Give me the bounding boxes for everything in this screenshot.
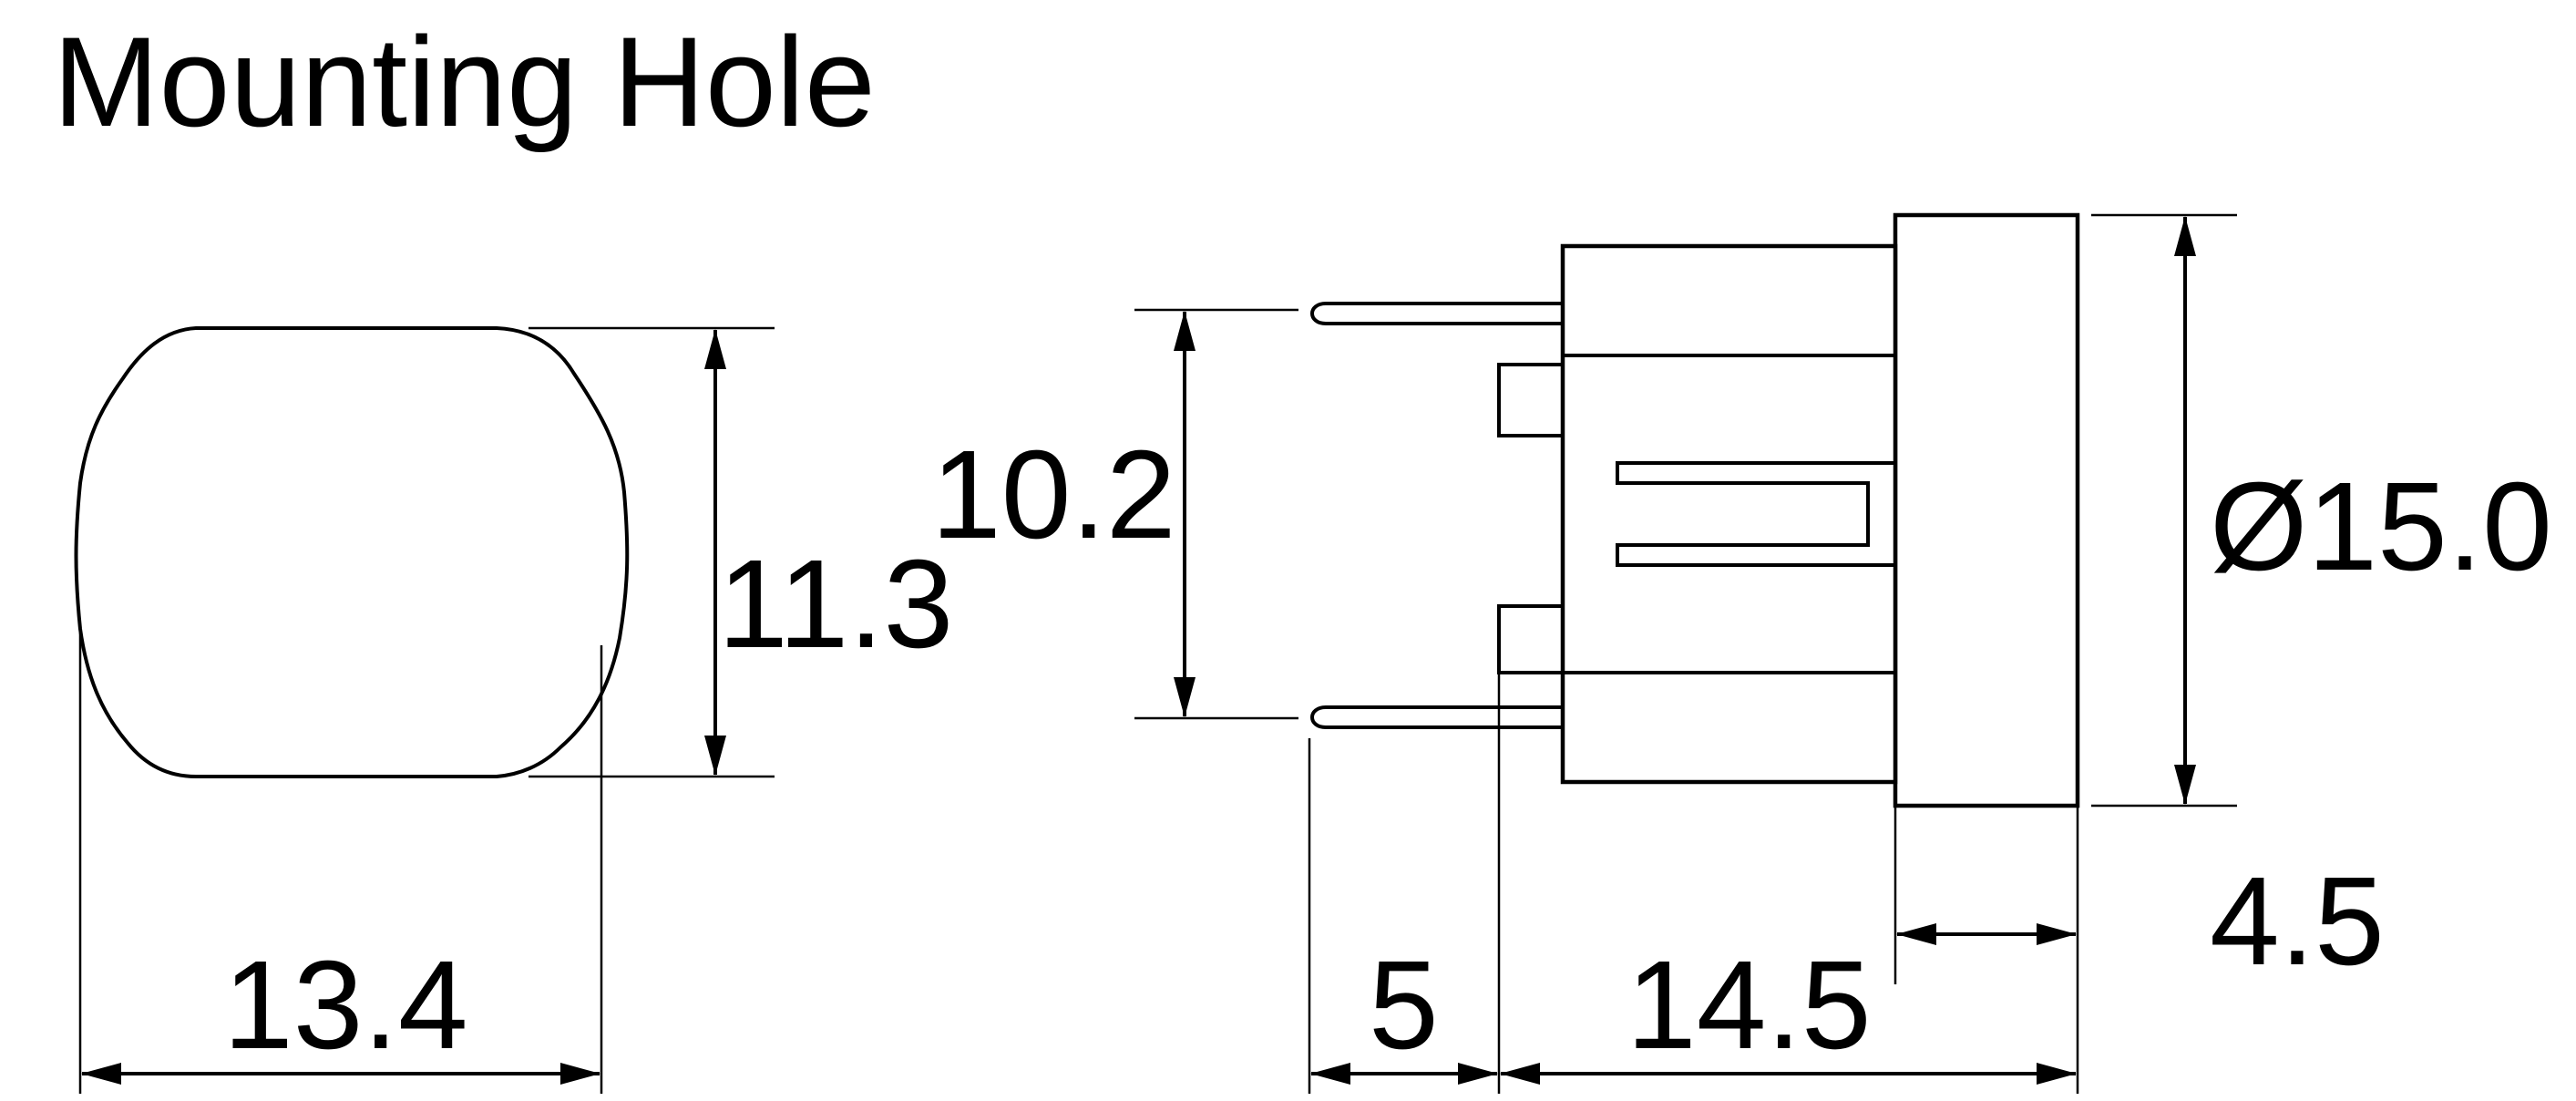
hole-width-label: 13.4 bbox=[223, 935, 468, 1075]
rear-housing bbox=[1560, 243, 1898, 785]
slot-detail bbox=[1616, 461, 1895, 567]
pin-length-label: 5 bbox=[1369, 935, 1439, 1075]
pin-upper bbox=[1310, 302, 1563, 325]
drawing-title: Mounting Hole bbox=[53, 10, 876, 153]
pin-lower bbox=[1310, 705, 1563, 729]
diameter-label: Ø15.0 bbox=[2210, 457, 2552, 597]
latch-tab bbox=[1497, 363, 1563, 674]
body-length-label: 14.5 bbox=[1627, 935, 1872, 1075]
hole-height-label: 11.3 bbox=[718, 534, 953, 674]
mounting-hole-outline bbox=[74, 326, 630, 778]
flange-thickness-label: 4.5 bbox=[2210, 851, 2385, 992]
pin-spacing-label: 10.2 bbox=[931, 425, 1176, 565]
flange bbox=[1893, 212, 2080, 808]
